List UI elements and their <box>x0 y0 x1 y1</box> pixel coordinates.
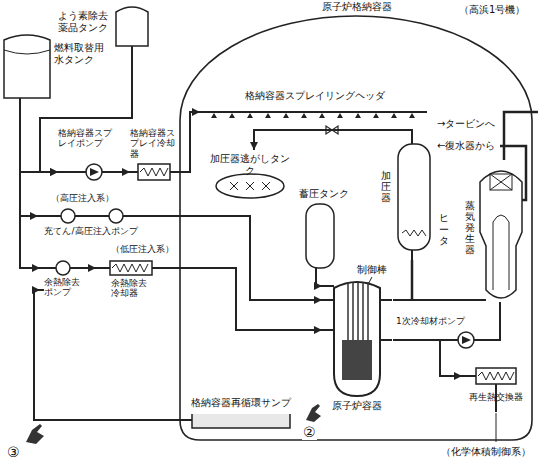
component-label: 格納容器再循環サンプ <box>186 397 296 409</box>
component-label: 余熱除去冷却器 <box>111 278 151 299</box>
system-label: （化学体積制御系） <box>440 446 532 458</box>
component-label: 格納容器スプレイ冷却器 <box>130 128 178 159</box>
component-outline <box>462 366 531 412</box>
callout-number: ③ <box>6 444 21 460</box>
rhr-pump: 余熱除去ポンプ <box>40 260 86 302</box>
pipe-line <box>179 112 200 172</box>
recirc-sump: 格納容器再循環サンプ <box>186 396 297 432</box>
spray-cooler: 格納容器スプレイ冷却器 <box>130 128 179 190</box>
spray-pump: 格納容器スプレイポンプ <box>58 128 121 190</box>
source-label: ←復水器から <box>436 140 496 152</box>
component-label: 原子炉容器 <box>322 400 392 412</box>
steam-generator: 蒸気発生器 <box>462 160 532 310</box>
component-label: 燃料取替用水タンク <box>54 42 104 65</box>
pipe-line <box>254 130 412 150</box>
pressurizer: 加圧器 <box>378 140 434 260</box>
heat-exchanger: 再生熱交換器 <box>462 366 531 412</box>
rhr-cooler: 余熱除去冷却器 <box>96 258 166 304</box>
part-label: ヒータ <box>439 212 449 247</box>
pipe-line <box>316 272 322 286</box>
chemical-tank: よう素除去薬品タンク <box>58 2 154 48</box>
accumulator-tank: 蓄圧タンク <box>296 186 353 272</box>
pipe-line <box>440 356 462 376</box>
component-label: 格納容器スプレイポンプ <box>58 128 120 149</box>
component-label: 再生熱交換器 <box>462 392 530 402</box>
component-outline <box>322 278 393 418</box>
pipe-line <box>40 48 132 172</box>
pipe-line <box>121 171 130 173</box>
pipe-line <box>481 310 500 340</box>
pipe-line <box>20 100 38 216</box>
pipe-line <box>86 267 96 269</box>
component-label: 加圧器 <box>381 170 391 203</box>
coolant-pump: 1次冷却材ポンプ <box>396 316 481 356</box>
injection-pump: 充てん/高圧注入ポンプ <box>38 206 145 244</box>
callout-number: ② <box>302 424 317 440</box>
component-label: 格納容器スプレイリングヘッダ <box>200 90 430 102</box>
component-label: 加圧器逃がしタンク <box>210 153 290 176</box>
component-label: 1次冷却材ポンプ <box>396 316 480 326</box>
reactor-vessel: 原子炉容器 <box>322 278 393 418</box>
component-label: 蓄圧タンク <box>296 188 352 200</box>
system-label: （高圧注入系） <box>50 193 115 203</box>
unit-name: （高浜1号機） <box>458 4 526 16</box>
component-label: 充てん/高圧注入ポンプ <box>38 226 144 236</box>
pipe-line <box>20 100 40 268</box>
pipe-line <box>393 339 396 341</box>
component-outline <box>38 206 145 244</box>
system-label: （低圧注入系） <box>110 244 175 254</box>
part-label: 制御棒 <box>356 264 388 276</box>
destination-label: →タービンへ <box>436 118 496 130</box>
pipe-line <box>166 268 322 330</box>
component-label: 蒸気発生器 <box>465 200 475 255</box>
pipe-line <box>393 299 462 301</box>
component-label: よう素除去薬品タンク <box>58 10 110 33</box>
containment-vessel: 原子炉格納容器格納容器スプレイリングヘッダ加圧器逃がしタンク蓄圧タンク原子炉容器… <box>176 0 539 446</box>
component-label: 余熱除去ポンプ <box>44 277 82 298</box>
pipe-line <box>145 216 322 300</box>
relief-tank: 加圧器逃がしタンク <box>210 150 291 200</box>
spray-header: 格納容器スプレイリングヘッダ <box>200 90 431 120</box>
water-tank: 燃料取替用水タンク <box>2 28 105 100</box>
pipe-line <box>34 290 186 420</box>
